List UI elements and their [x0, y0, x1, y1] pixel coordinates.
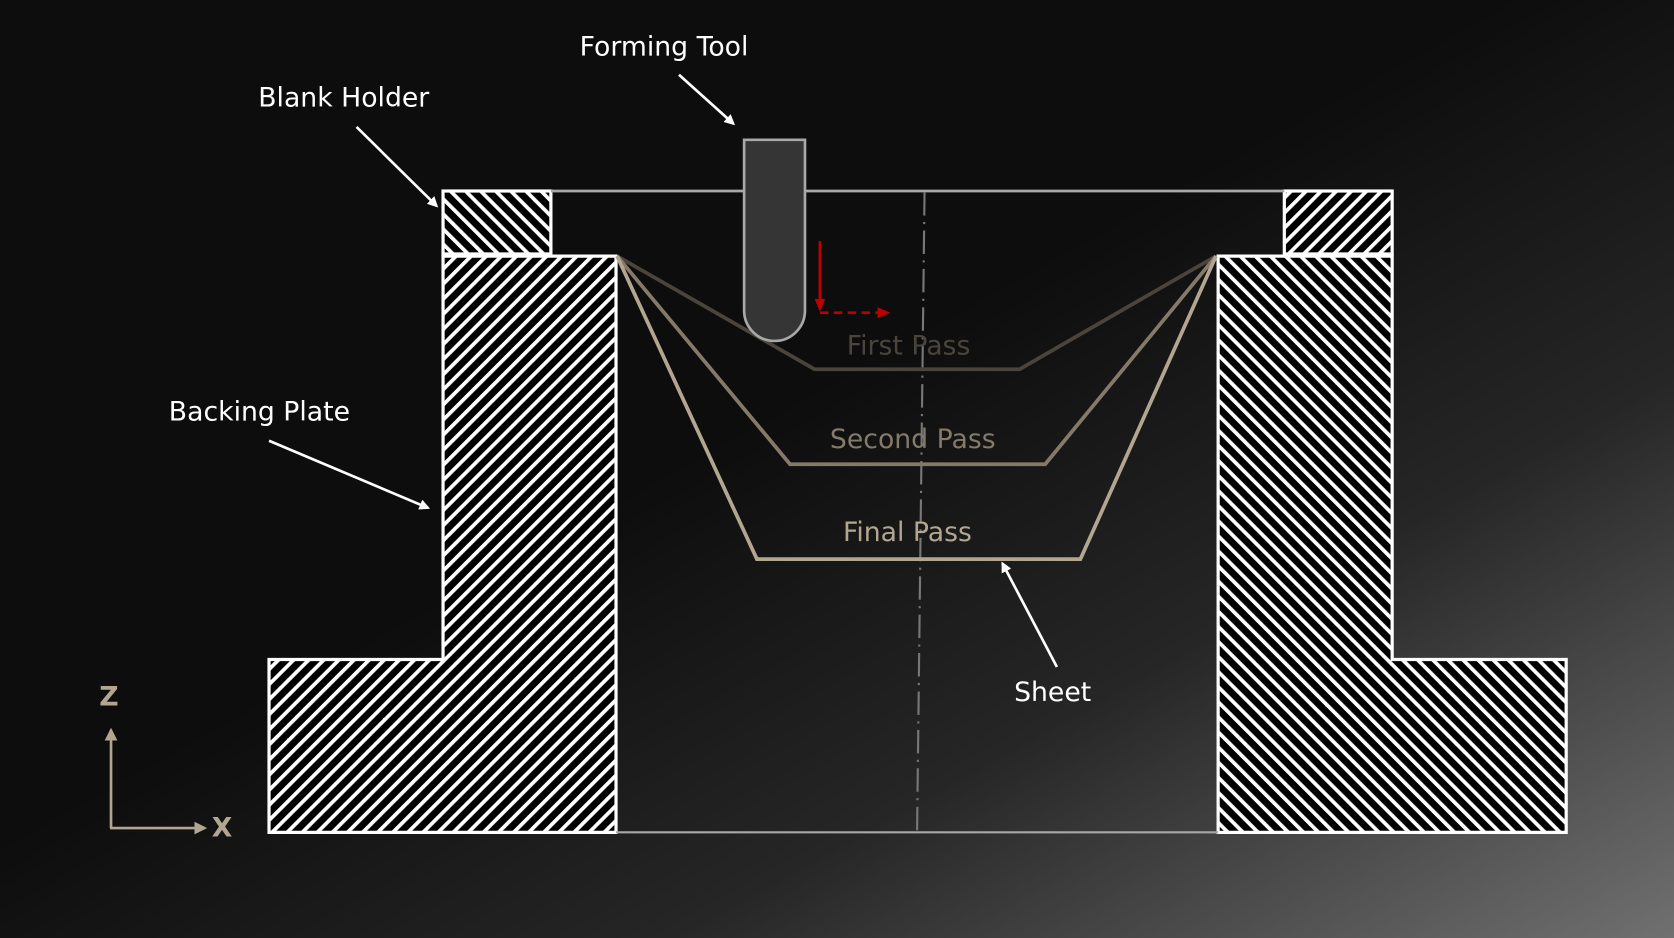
- final-pass-label: Final Pass: [843, 517, 972, 548]
- final-pass-line: [615, 255, 1218, 562]
- blank-holder-label: Blank Holder: [258, 83, 429, 114]
- blank-holder-pointer: [355, 126, 439, 208]
- x-axis-label: X: [212, 813, 233, 844]
- first-pass-line: [616, 254, 1217, 372]
- forming-tool-label: Forming Tool: [580, 31, 749, 62]
- sheet-pointer: [1001, 561, 1059, 668]
- blank-holder-left: [441, 189, 553, 256]
- center-axis-line: [916, 192, 926, 833]
- z-axis-label: Z: [99, 681, 118, 712]
- second-pass-label: Second Pass: [830, 424, 996, 455]
- forming-tool-pointer: [678, 73, 736, 126]
- backing-plate-pointer: [268, 439, 431, 510]
- forming-tool: [742, 138, 807, 343]
- sheet-label: Sheet: [1014, 677, 1091, 708]
- backing-plate-label: Backing Plate: [169, 396, 350, 427]
- first-pass-label: First Pass: [847, 330, 971, 361]
- backing-plate-left: [267, 254, 618, 834]
- blank-holder-right: [1282, 189, 1394, 256]
- second-pass-line: [615, 254, 1218, 467]
